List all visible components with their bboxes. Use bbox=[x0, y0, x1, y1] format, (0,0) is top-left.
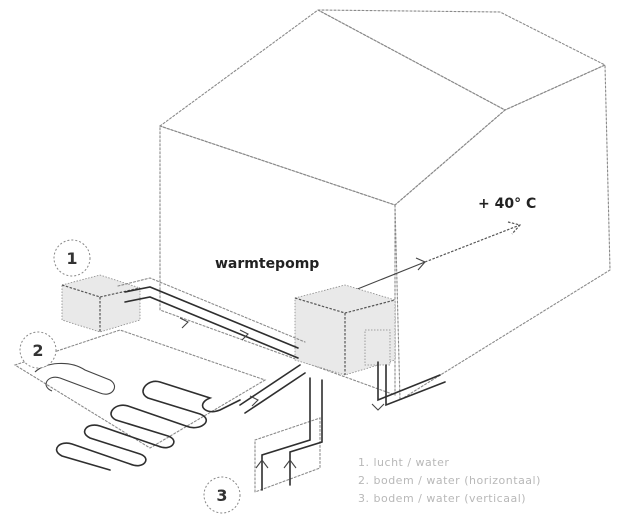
horizontal-ground-collector bbox=[13, 329, 306, 471]
legend-item-1: 1. lucht / water bbox=[358, 456, 449, 469]
badge-2: 2 bbox=[19, 331, 57, 369]
house bbox=[158, 9, 611, 401]
heat-pump-unit bbox=[294, 284, 396, 376]
heat-output-arrow bbox=[349, 221, 522, 293]
house-side-wall bbox=[394, 64, 611, 401]
legend: 1. lucht / water 2. bodem / water (horiz… bbox=[358, 456, 541, 505]
house-roof-left bbox=[158, 9, 506, 206]
house-base-pipe bbox=[371, 361, 446, 411]
house-front-wall bbox=[159, 125, 396, 396]
serpentine-coil bbox=[55, 380, 241, 471]
legend-item-2: 2. bodem / water (horizontaal) bbox=[358, 474, 541, 487]
house-roof-right bbox=[317, 9, 607, 111]
air-water-unit bbox=[61, 274, 141, 333]
badge-2-label: 2 bbox=[32, 341, 43, 360]
badge-3-label: 3 bbox=[216, 486, 227, 505]
temperature-label: + 40° C bbox=[478, 196, 536, 212]
badge-3: 3 bbox=[203, 476, 241, 514]
badge-1-label: 1 bbox=[66, 249, 77, 268]
heat-pump-label: warmtepomp bbox=[215, 256, 319, 272]
ground-plane bbox=[13, 329, 267, 449]
legend-item-3: 3. bodem / water (verticaal) bbox=[358, 492, 526, 505]
vertical-ground-loop bbox=[254, 377, 323, 493]
air-water-pipes bbox=[117, 277, 306, 359]
badge-1: 1 bbox=[53, 239, 91, 277]
